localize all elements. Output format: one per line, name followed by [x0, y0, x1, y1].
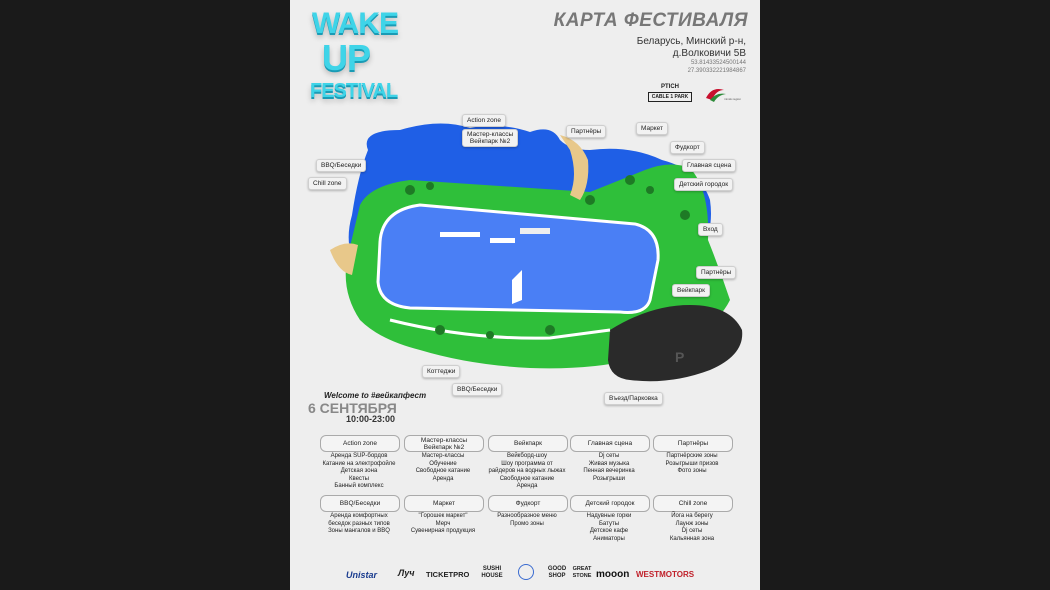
map-label-cottages[interactable]: Коттеджи: [422, 365, 461, 378]
festival-poster: WAKE UP FESTIVAL КАРТА ФЕСТИВАЛЯ Беларус…: [290, 0, 760, 590]
sponsor-luch: Луч: [398, 568, 415, 578]
sponsor-bar: Unistar Луч TICKETPRO SUSHI HOUSE GOOD S…: [290, 560, 760, 588]
festival-map: P: [330, 123, 743, 382]
minsk-region-logo: minsk region: [706, 89, 741, 102]
zone-title-bbq: BBQ/Беседки: [320, 495, 400, 512]
zone-title-wakepark: Вейкпарк: [488, 435, 568, 452]
map-label-action-zone[interactable]: Action zone: [462, 114, 506, 127]
map-label-market[interactable]: Маркет: [636, 122, 669, 135]
sponsor-mooon: mooon: [596, 569, 630, 580]
sponsor-unistar: Unistar: [346, 570, 378, 580]
map-label-bbq-bottom[interactable]: BBQ/Беседки: [452, 383, 503, 396]
beach-left: [330, 243, 358, 275]
zone-title-line: Вейкпарк №2: [423, 443, 465, 451]
zone-title-main-stage: Главная сцена: [570, 435, 650, 452]
wake-ramp: [512, 270, 522, 304]
zone-title-foodcourt: Фудкорт: [488, 495, 568, 512]
parking-icon: P: [675, 349, 684, 365]
sponsor-badge-icon: [518, 564, 534, 580]
parking-area: [608, 305, 743, 382]
map-label-parking[interactable]: Въезд/Парковка: [604, 392, 663, 405]
welcome-text: Welcome to #вейкапфест: [324, 391, 427, 400]
festival-logo: WAKE UP FESTIVAL: [310, 7, 399, 102]
sponsor-sushi-house: SUSHI HOUSE: [481, 566, 503, 579]
ptich-cable-park-logo: PTICH CABLE 1 PARK: [648, 84, 692, 102]
wakepark-pool: [376, 203, 660, 314]
event-time: 10:00-23:00: [346, 414, 396, 424]
path-bottom: [389, 318, 611, 340]
zone-title-kids-town: Детский городок: [570, 495, 650, 512]
svg-text:minsk region: minsk region: [724, 97, 741, 101]
map-label-kids-town[interactable]: Детский городок: [674, 178, 734, 191]
address: Беларусь, Минский р-н, д.Волковичи 5В: [636, 36, 746, 59]
map-label-partners-right[interactable]: Партнёры: [696, 266, 737, 279]
wake-obstacle: [520, 228, 550, 234]
wake-obstacle: [440, 232, 480, 237]
sponsor-ticketpro: TICKETPRO: [426, 570, 470, 579]
beach: [560, 135, 589, 200]
sponsor-westmotors: WESTMOTORS: [636, 570, 695, 579]
trees: [405, 175, 690, 339]
map-label-main-stage[interactable]: Главная сцена: [682, 159, 737, 172]
zone-title-line: Мастер-классы: [420, 436, 468, 444]
zone-title-chill: Chill zone: [653, 495, 733, 512]
sponsor-great-stone: GREAT STONE: [572, 566, 592, 579]
map-label-entrance[interactable]: Вход: [698, 223, 723, 236]
zone-title-partners: Партнёры: [653, 435, 733, 452]
zone-title-market: Маркет: [404, 495, 484, 512]
sponsor-good-shop: GOOD SHOP: [547, 566, 567, 579]
wake-obstacle: [490, 238, 515, 243]
map-label-bbq[interactable]: BBQ/Беседки: [316, 159, 367, 172]
map-label-master-classes[interactable]: Мастер-классы Вейкпарк №2: [462, 129, 519, 147]
map-label-chill-zone[interactable]: Chill zone: [308, 177, 347, 190]
map-label-wakepark[interactable]: Вейкпарк: [672, 284, 711, 297]
zone-title-action: Action zone: [320, 435, 400, 452]
map-label-foodcourt[interactable]: Фудкорт: [670, 141, 705, 154]
coordinates: 53.81433524500144 27.390332221984867: [687, 60, 746, 74]
map-label-partners-top[interactable]: Партнёры: [566, 125, 607, 138]
page-title: КАРТА ФЕСТИВАЛЯ: [553, 10, 748, 31]
event-date: 6 СЕНТЯБРЯ: [308, 400, 397, 416]
